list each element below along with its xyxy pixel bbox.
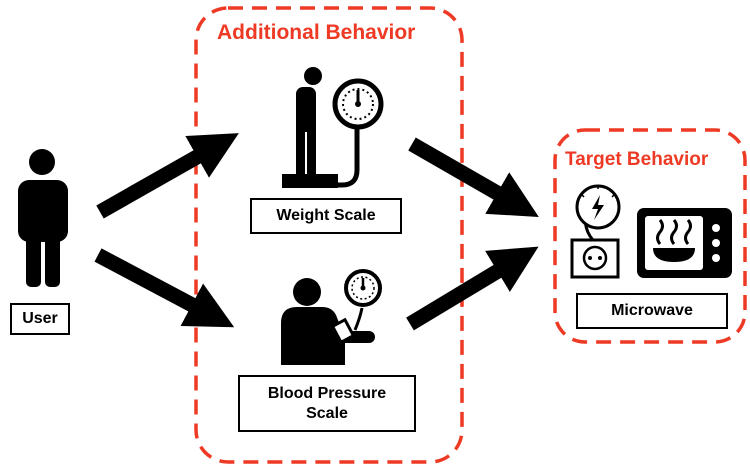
arrow-user-to-blood-pressure [94, 248, 235, 328]
weight-scale-label: Weight Scale [250, 198, 402, 234]
additional-behavior-title: Additional Behavior [213, 21, 420, 45]
arrow-weight-scale-to-microwave [408, 137, 539, 217]
microwave-label-text: Microwave [611, 302, 693, 319]
blood-pressure-label: Blood Pressure Scale [238, 375, 416, 432]
weight-scale-label-text: Weight Scale [276, 207, 376, 224]
target-behavior-title: Target Behavior [561, 148, 713, 172]
additional-behavior-frame [194, 6, 464, 464]
arrow-blood-pressure-to-microwave [406, 246, 539, 331]
blood-pressure-label-line2: Scale [306, 404, 348, 422]
user-label-text: User [22, 310, 58, 327]
person-icon [18, 149, 68, 287]
weight-scale-icon [282, 67, 384, 188]
microwave-label: Microwave [576, 293, 728, 329]
arrow-user-to-weight-scale [96, 133, 239, 219]
blood-pressure-monitor-icon [281, 269, 382, 365]
target-behavior-frame [553, 128, 747, 344]
power-outlet-icon [570, 195, 620, 279]
blood-pressure-label-line1: Blood Pressure [267, 384, 387, 402]
user-label: User [10, 303, 70, 335]
microwave-icon [637, 208, 732, 278]
electricity-bubble-icon [575, 184, 621, 230]
